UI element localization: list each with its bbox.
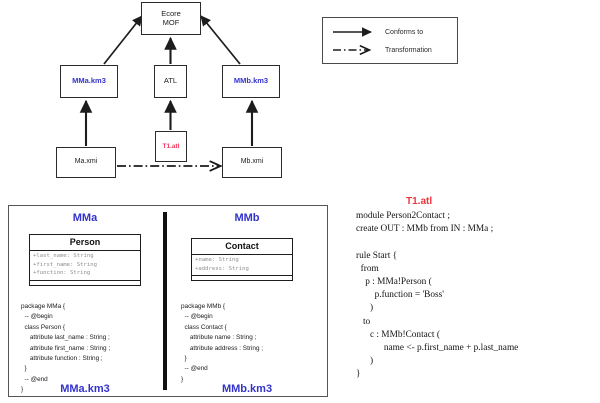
uml-class-contact-attributes: +name: String +address: String bbox=[192, 255, 292, 277]
edge-mma-km3-to-ecore bbox=[103, 15, 143, 65]
box-atl[interactable]: ATL bbox=[154, 65, 187, 98]
legend-row-conforms-to: Conforms to bbox=[331, 24, 453, 40]
box-t1-atl-label: T1.atl bbox=[162, 142, 180, 150]
pane-mma-footer: MMa.km3 bbox=[60, 383, 110, 395]
attribute-row: +last_name: String bbox=[33, 253, 94, 259]
uml-class-person-name: Person bbox=[30, 235, 140, 251]
atl-title: T1.atl bbox=[406, 196, 433, 207]
pane-mmb-footer: MMb.km3 bbox=[221, 383, 273, 395]
km3-code-mma: package MMa { -- @begin class Person { a… bbox=[21, 303, 111, 393]
box-ecore-mof[interactable]: Ecore MOF bbox=[141, 2, 201, 35]
box-ma-xmi-label: Ma.xmi bbox=[74, 158, 98, 166]
pane-mmb-title: MMb bbox=[234, 212, 260, 224]
dashdot-arrow-icon bbox=[333, 44, 379, 56]
pane-mmb: MMb Contact +name: String +address: Stri… bbox=[167, 206, 327, 396]
box-mmb-km3-label: MMb.km3 bbox=[233, 76, 269, 86]
box-atl-label: ATL bbox=[163, 76, 178, 86]
attribute-row: +first_name: String bbox=[33, 261, 97, 268]
uml-class-person-attributes: +last_name: String +first_name: String +… bbox=[30, 251, 140, 281]
legend-label-conforms-to: Conforms to bbox=[385, 28, 424, 36]
uml-class-contact[interactable]: Contact +name: String +address: String bbox=[191, 238, 293, 282]
metamodels-panel: MMa Person +last_name: String +first_nam… bbox=[8, 205, 328, 397]
box-mmb-km3[interactable]: MMb.km3 bbox=[222, 65, 280, 98]
attribute-row: +address: String bbox=[195, 265, 249, 272]
atl-source-code: module Person2Contact ; create OUT : MMb… bbox=[356, 211, 519, 380]
legend-label-transformation: Transformation bbox=[385, 46, 432, 54]
panel-divider bbox=[163, 212, 167, 390]
atl-transformation-block: T1.atl module Person2Contact ; create OU… bbox=[356, 196, 596, 381]
edge-mmb-km3-to-ecore bbox=[200, 15, 241, 65]
attribute-row: +function: String bbox=[33, 270, 91, 277]
box-ecore-mof-label: Ecore MOF bbox=[161, 8, 181, 27]
box-t1-atl[interactable]: T1.atl bbox=[155, 131, 187, 162]
pane-mma: MMa Person +last_name: String +first_nam… bbox=[9, 206, 161, 396]
box-mb-xmi-label: Mb.xmi bbox=[240, 158, 264, 166]
attribute-row: +name: String bbox=[195, 257, 239, 263]
box-mma-km3-label: MMa.km3 bbox=[72, 76, 106, 86]
uml-class-contact-operations bbox=[192, 276, 292, 280]
uml-class-person-operations bbox=[30, 281, 140, 285]
uml-class-person[interactable]: Person +last_name: String +first_name: S… bbox=[29, 234, 141, 286]
pane-mma-title: MMa bbox=[72, 212, 98, 224]
km3-code-mmb: package MMb { -- @begin class Contact { … bbox=[181, 303, 264, 383]
legend-box: Conforms to Transformation bbox=[322, 17, 458, 64]
box-mb-xmi[interactable]: Mb.xmi bbox=[222, 147, 282, 178]
solid-arrow-icon bbox=[333, 27, 372, 37]
legend-row-transformation: Transformation bbox=[331, 42, 453, 58]
uml-class-contact-name: Contact bbox=[192, 239, 292, 255]
box-ma-xmi[interactable]: Ma.xmi bbox=[56, 147, 116, 178]
box-mma-km3[interactable]: MMa.km3 bbox=[60, 65, 118, 98]
